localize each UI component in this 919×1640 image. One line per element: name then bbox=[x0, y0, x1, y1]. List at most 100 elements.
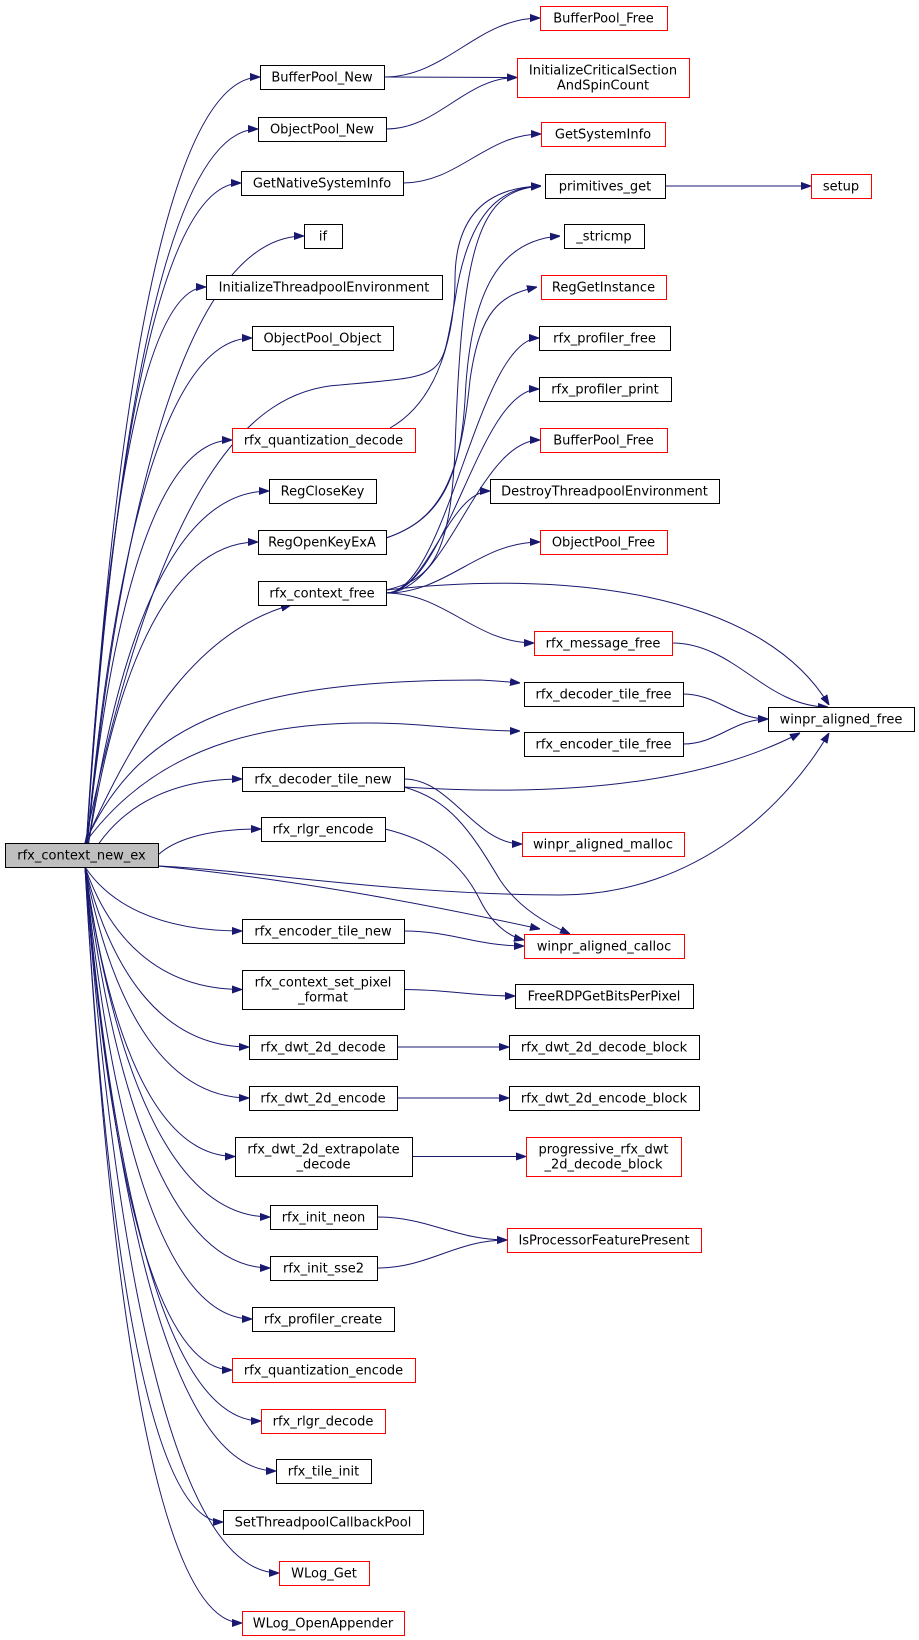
function-node-aligned_malloc[interactable]: winpr_aligned_malloc bbox=[522, 832, 685, 857]
function-node-op_new[interactable]: ObjectPool_New bbox=[258, 117, 387, 142]
node-box bbox=[509, 1086, 700, 1111]
node-label: rfx_rlgr_decode bbox=[273, 1415, 374, 1430]
function-node-setup[interactable]: setup bbox=[811, 174, 872, 199]
node-box bbox=[261, 817, 386, 842]
function-node-enc_tile_free[interactable]: rfx_encoder_tile_free bbox=[524, 732, 684, 757]
function-node-init_sse2[interactable]: rfx_init_sse2 bbox=[270, 1256, 378, 1281]
call-edge-quant_dec-to-prim_get bbox=[389, 186, 541, 429]
function-node-aligned_calloc[interactable]: winpr_aligned_calloc bbox=[524, 934, 685, 959]
node-label: rfx_dwt_2d_decode bbox=[260, 1041, 385, 1056]
function-node-getnative[interactable]: GetNativeSystemInfo bbox=[241, 171, 404, 196]
node-box bbox=[232, 428, 416, 453]
node-box bbox=[515, 984, 694, 1009]
node-box bbox=[541, 275, 667, 300]
call-edge-root-to-dwt_extrap bbox=[84, 866, 235, 1157]
node-box bbox=[564, 224, 645, 249]
call-edge-root-to-tile_init bbox=[84, 866, 276, 1471]
function-node-init_tp_env[interactable]: InitializeThreadpoolEnvironment bbox=[206, 275, 443, 300]
call-edge-root-to-dwt_enc bbox=[84, 866, 249, 1098]
function-node-quant_dec[interactable]: rfx_quantization_decode bbox=[232, 428, 416, 453]
node-label: rfx_dwt_2d_extrapolate bbox=[247, 1143, 399, 1158]
function-node-prog_dwt[interactable]: progressive_rfx_dwt_2d_decode_block bbox=[526, 1137, 682, 1177]
node-box bbox=[5, 843, 159, 868]
node-box bbox=[545, 174, 666, 199]
function-node-getsysinfo[interactable]: GetSystemInfo bbox=[541, 122, 666, 147]
node-box bbox=[252, 1307, 395, 1332]
function-node-op_free[interactable]: ObjectPool_Free bbox=[540, 530, 668, 555]
function-node-regopen[interactable]: RegOpenKeyExA bbox=[258, 530, 387, 555]
function-node-if[interactable]: if bbox=[304, 224, 343, 249]
function-node-prof_create[interactable]: rfx_profiler_create bbox=[252, 1307, 395, 1332]
node-label: rfx_tile_init bbox=[288, 1465, 360, 1480]
function-node-prim_get[interactable]: primitives_get bbox=[545, 174, 666, 199]
call-edge-root-to-rlgr_enc bbox=[157, 829, 261, 856]
function-node-bpp[interactable]: FreeRDPGetBitsPerPixel bbox=[515, 984, 694, 1009]
function-node-stricmp[interactable]: _stricmp bbox=[564, 224, 645, 249]
call-edge-root-to-init_neon bbox=[84, 866, 270, 1217]
node-label: IsProcessorFeaturePresent bbox=[518, 1234, 689, 1249]
function-node-op_object[interactable]: ObjectPool_Object bbox=[252, 326, 394, 351]
call-edge-root-to-quant_enc bbox=[84, 866, 232, 1370]
node-label: FreeRDPGetBitsPerPixel bbox=[528, 990, 681, 1005]
function-node-tile_init[interactable]: rfx_tile_init bbox=[276, 1459, 372, 1484]
function-node-dwt_enc_blk[interactable]: rfx_dwt_2d_encode_block bbox=[509, 1086, 700, 1111]
root-function-node[interactable]: rfx_context_new_ex bbox=[5, 843, 159, 868]
function-node-dwt_dec[interactable]: rfx_dwt_2d_decode bbox=[249, 1035, 398, 1060]
function-node-enc_tile_new[interactable]: rfx_encoder_tile_new bbox=[242, 919, 405, 944]
function-node-bp_free2[interactable]: BufferPool_Free bbox=[540, 428, 668, 453]
function-node-set_tp_cb[interactable]: SetThreadpoolCallbackPool bbox=[223, 1510, 424, 1535]
call-edge-init_sse2-to-ispfp bbox=[376, 1240, 507, 1269]
function-node-bp_free1[interactable]: BufferPool_Free bbox=[540, 6, 668, 31]
call-edge-root-to-init_tp_env bbox=[84, 287, 206, 868]
call-edge-init_neon-to-ispfp bbox=[376, 1216, 507, 1240]
function-node-prof_print[interactable]: rfx_profiler_print bbox=[539, 377, 672, 402]
call-edge-ctx_free-to-destroy_tp bbox=[385, 491, 490, 594]
node-label: rfx_profiler_free bbox=[553, 332, 656, 347]
function-node-init_neon[interactable]: rfx_init_neon bbox=[270, 1205, 378, 1230]
function-node-destroy_tp[interactable]: DestroyThreadpoolEnvironment bbox=[490, 479, 720, 504]
function-node-dwt_dec_blk[interactable]: rfx_dwt_2d_decode_block bbox=[509, 1035, 700, 1060]
function-node-wlog_get[interactable]: WLog_Get bbox=[279, 1561, 370, 1586]
function-node-dec_tile_free[interactable]: rfx_decoder_tile_free bbox=[524, 682, 684, 707]
function-node-dwt_extrap[interactable]: rfx_dwt_2d_extrapolate_decode bbox=[235, 1137, 413, 1177]
function-node-ispfp[interactable]: IsProcessorFeaturePresent bbox=[507, 1228, 702, 1253]
function-node-prof_free[interactable]: rfx_profiler_free bbox=[539, 326, 671, 351]
call-edge-root-to-regopen bbox=[84, 542, 258, 868]
function-node-wlog_open[interactable]: WLog_OpenAppender bbox=[242, 1611, 405, 1636]
function-node-rlgr_dec[interactable]: rfx_rlgr_decode bbox=[261, 1409, 386, 1434]
function-node-reggetinst[interactable]: RegGetInstance bbox=[541, 275, 667, 300]
call-edge-ctx_free-to-prim_get bbox=[385, 186, 541, 591]
node-label: SetThreadpoolCallbackPool bbox=[235, 1516, 412, 1531]
node-box bbox=[249, 1086, 398, 1111]
function-node-rlgr_enc[interactable]: rfx_rlgr_encode bbox=[261, 817, 386, 842]
node-box bbox=[524, 934, 685, 959]
node-box bbox=[260, 65, 385, 90]
call-edge-root-to-quant_dec bbox=[84, 440, 232, 868]
node-label: _2d_decode_block bbox=[543, 1158, 663, 1173]
function-node-ctx_free[interactable]: rfx_context_free bbox=[258, 581, 387, 606]
function-node-bp_new[interactable]: BufferPool_New bbox=[260, 65, 385, 90]
node-label: _stricmp bbox=[575, 230, 631, 245]
node-box bbox=[206, 275, 443, 300]
call-edge-root-to-prim_get bbox=[84, 186, 541, 844]
node-box bbox=[270, 1256, 378, 1281]
call-edge-root-to-enc_tile_free bbox=[84, 722, 520, 844]
function-node-dec_tile_new[interactable]: rfx_decoder_tile_new bbox=[242, 767, 405, 792]
node-box bbox=[811, 174, 872, 199]
function-node-quant_enc[interactable]: rfx_quantization_encode bbox=[232, 1358, 416, 1383]
node-box bbox=[235, 1137, 413, 1177]
node-label: GetSystemInfo bbox=[555, 128, 651, 143]
function-node-aligned_free[interactable]: winpr_aligned_free bbox=[768, 707, 915, 732]
call-edge-op_new-to-ics bbox=[385, 78, 517, 130]
node-label: ObjectPool_Object bbox=[263, 332, 381, 347]
function-node-dwt_enc[interactable]: rfx_dwt_2d_encode bbox=[249, 1086, 398, 1111]
function-node-regclose[interactable]: RegCloseKey bbox=[269, 479, 377, 504]
node-box bbox=[768, 707, 915, 732]
function-node-set_pixfmt[interactable]: rfx_context_set_pixel_format bbox=[242, 970, 405, 1010]
function-node-msg_free[interactable]: rfx_message_free bbox=[534, 631, 673, 656]
node-label: winpr_aligned_free bbox=[780, 713, 903, 728]
node-label: rfx_profiler_create bbox=[264, 1313, 382, 1328]
node-label: rfx_decoder_tile_new bbox=[254, 773, 392, 788]
node-label: rfx_dwt_2d_decode_block bbox=[521, 1041, 688, 1056]
